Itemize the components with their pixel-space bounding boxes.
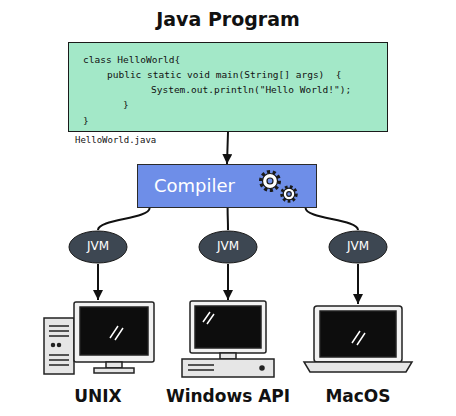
file-name-label: HelloWorld.java [75,135,156,145]
node-text: public static void main(String[] args) { [107,69,342,80]
node-text: JVM [328,239,388,253]
arrow-connector [227,264,229,300]
runtime-ellipse: JVM [328,230,388,264]
arrow-connector [357,264,359,304]
arrow-connector [97,264,99,300]
node-text: } [123,99,129,110]
desktop-computer [44,302,154,374]
node-text: } [83,115,89,126]
connector-line [227,208,229,230]
ellipse-shape [199,231,257,263]
arrow-connector [227,132,228,164]
ellipse-shape [329,231,387,263]
gear-icon [261,172,279,190]
connector-line [98,208,150,230]
node-text: class HelloWorld{ [83,54,180,65]
ellipse-shape [69,231,127,263]
runtime-ellipse: JVM [68,230,128,264]
node-text: JVM [198,239,258,253]
connector-line [306,208,358,230]
gear-icon [282,187,296,201]
node-text: JVM [68,239,128,253]
node-text: UNIX [40,386,156,406]
node-text: Windows API [163,386,293,406]
platform-node: Windows API [163,300,293,410]
node-text: MacOS [298,386,418,406]
workstation-computer [182,301,274,377]
code-box: class HelloWorld{ public static void main… [68,42,388,132]
node-text: Compiler [154,175,235,196]
process-box: Compiler [137,164,317,208]
laptop-computer [304,306,412,372]
platform-node: MacOS [298,304,418,410]
diagram-title: Java Program [0,8,456,30]
node-text: System.out.println("Hello World!"); [151,84,351,95]
runtime-ellipse: JVM [198,230,258,264]
platform-node: UNIX [40,300,156,410]
